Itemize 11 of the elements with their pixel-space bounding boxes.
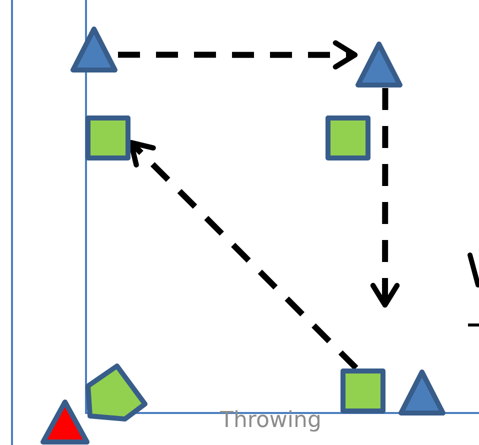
- square-marker: [340, 368, 386, 414]
- dashed-arrow: [118, 40, 358, 70]
- triangle-marker: [398, 368, 446, 416]
- square-marker: [85, 115, 131, 161]
- triangle-marker: [70, 25, 118, 73]
- dashed-arrow: [370, 88, 400, 308]
- triangle-marker: [355, 40, 403, 88]
- square-marker: [325, 115, 371, 161]
- triangle-marker: [40, 398, 90, 445]
- axis-label: Throwing: [220, 410, 322, 432]
- pentagon-marker: [85, 362, 149, 422]
